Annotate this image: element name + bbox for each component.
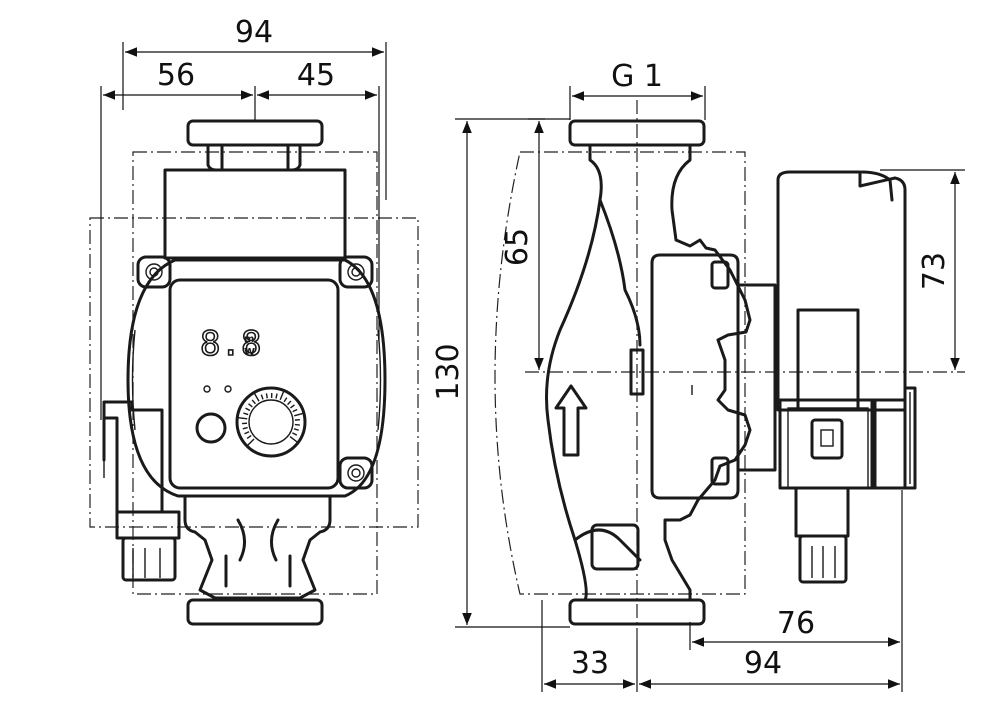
dial-tick — [290, 404, 295, 409]
side-bottom-flange — [568, 598, 706, 626]
led-indicator — [224, 385, 232, 393]
front-lower-body — [183, 494, 332, 600]
dial-tick — [251, 399, 256, 405]
front-screw-bottom-right — [338, 456, 374, 490]
side-dim-g1: G 1 — [569, 59, 706, 120]
front-dim-45: 45 — [254, 58, 380, 340]
svg-text:G 1: G 1 — [611, 59, 663, 94]
side-dim-76: 76 — [689, 606, 900, 650]
dial-tick — [248, 403, 253, 408]
front-dim-56: 56 — [100, 58, 253, 420]
flow-direction-arrow — [554, 384, 588, 457]
side-stator-neck — [736, 283, 777, 472]
dial-tick — [279, 391, 285, 401]
front-top-flange — [186, 119, 324, 147]
side-cable-recess — [796, 308, 860, 412]
side-dim-94: 94 — [639, 490, 903, 692]
svg-text:45: 45 — [297, 58, 335, 93]
dial-tick — [293, 428, 300, 431]
front-dim-94: 94 — [122, 15, 387, 200]
side-terminal-latch — [810, 418, 844, 460]
svg-text:W: W — [244, 347, 255, 358]
svg-text:73: 73 — [917, 252, 952, 290]
dial-tick — [265, 393, 268, 399]
side-port-opening — [590, 523, 640, 571]
push-button — [195, 412, 227, 444]
front-screw-top-right — [338, 255, 374, 289]
dial-tick — [244, 431, 250, 435]
side-cable-gland — [794, 486, 850, 538]
svg-text:65: 65 — [500, 228, 535, 266]
dial-tick — [246, 435, 252, 440]
dial-tick — [283, 397, 288, 403]
front-envelope-inner — [132, 151, 378, 595]
front-motor-housing — [126, 258, 387, 498]
dial-tick — [289, 436, 298, 443]
lcd-display: 8.8 m W — [199, 323, 262, 365]
front-view: 8.8 m W — [89, 119, 419, 626]
front-screw-top-left — [136, 255, 172, 289]
side-top-flange — [568, 119, 706, 147]
speed-dial — [235, 386, 307, 458]
svg-text:130: 130 — [431, 343, 466, 400]
side-view — [494, 100, 965, 640]
svg-text:8.8: 8.8 — [200, 324, 261, 364]
svg-text:33: 33 — [571, 646, 609, 681]
front-bottom-flange — [186, 598, 324, 626]
side-port-slot — [629, 348, 645, 396]
led-indicator — [203, 385, 211, 393]
dial-tick — [245, 407, 251, 412]
side-terminal-box — [778, 398, 877, 490]
front-envelope-outer — [89, 217, 419, 528]
side-bolt-top — [710, 260, 730, 290]
side-motor-housing — [776, 170, 907, 412]
side-dim-73: 73 — [880, 169, 965, 370]
front-upper-housing — [163, 168, 347, 260]
side-bolt-bottom — [710, 456, 730, 486]
side-dim-130: 130 — [431, 118, 570, 628]
side-mounting-plate — [650, 253, 740, 500]
dial-tick — [247, 438, 255, 446]
side-knob-edge — [903, 386, 917, 490]
dial-tick — [238, 416, 248, 420]
dial-tick — [287, 400, 292, 406]
dial-tick — [275, 393, 278, 399]
side-envelope — [494, 151, 746, 595]
svg-text:94: 94 — [744, 646, 782, 681]
side-cable-nut — [798, 534, 848, 584]
side-dim-33: 33 — [541, 600, 638, 692]
svg-text:56: 56 — [157, 58, 195, 93]
front-cable-gland — [115, 510, 181, 540]
svg-text:m: m — [244, 334, 254, 345]
side-dim-65: 65 — [500, 118, 545, 370]
dial-tick — [243, 412, 249, 416]
control-panel — [168, 278, 340, 490]
dial-tick — [292, 408, 298, 413]
dial-tick — [242, 426, 248, 430]
dial-tick — [294, 423, 300, 426]
front-cable-nut — [121, 536, 177, 582]
dial-tick — [292, 432, 298, 436]
svg-text:94: 94 — [235, 15, 273, 50]
dial-tick — [294, 412, 304, 417]
dial-tick — [260, 394, 264, 400]
dial-tick — [253, 393, 260, 402]
svg-text:76: 76 — [777, 606, 815, 641]
